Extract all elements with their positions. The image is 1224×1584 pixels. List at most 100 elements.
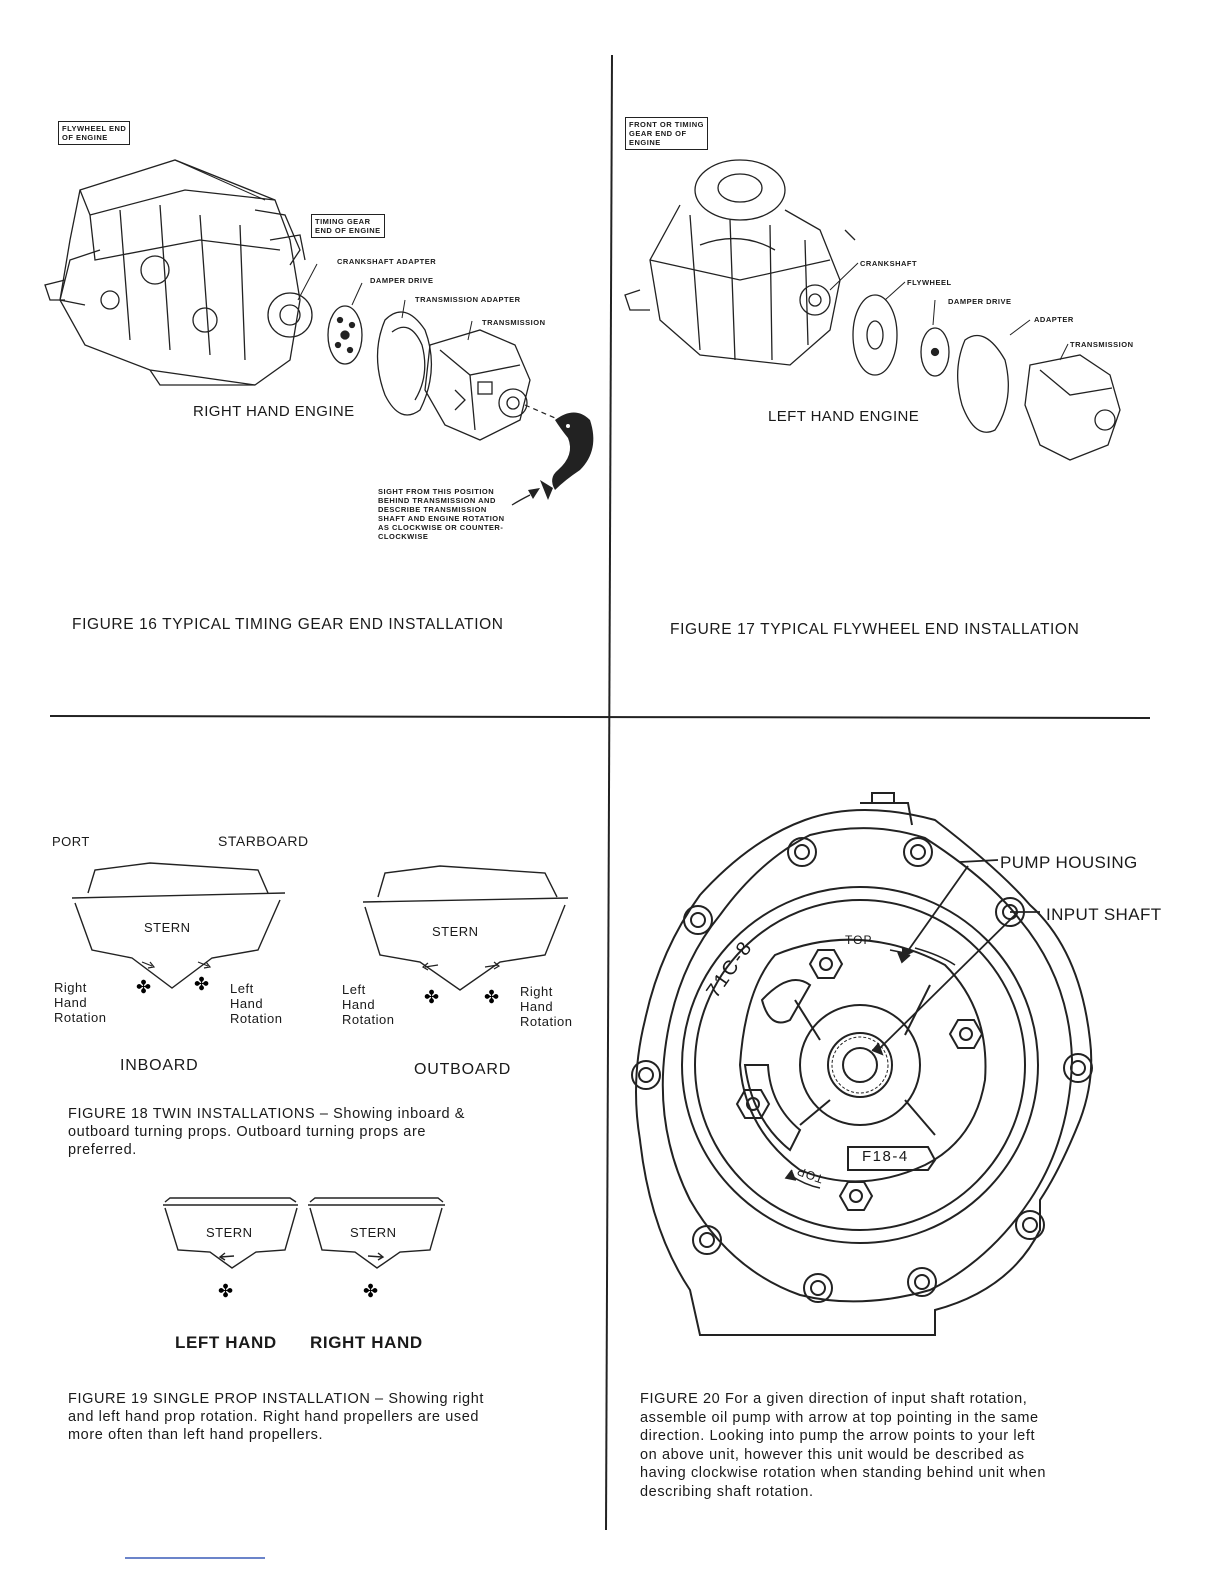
fig18-caption-l2: outboard turning props. Outboard turning… — [68, 1124, 427, 1140]
fig18-prop2-icon: ✤ — [194, 974, 209, 995]
fig17-engine-label: LEFT HAND ENGINE — [768, 408, 920, 425]
horizontal-divider — [49, 715, 1151, 719]
fig18-stern-outboard: STERN — [432, 924, 479, 939]
fig17-front-line1: FRONT OR TIMING — [629, 120, 704, 129]
fig18-or-l1: Right — [520, 984, 553, 999]
fig18-ol-l1: Left — [342, 982, 366, 997]
fig19-caption-l1: FIGURE 19 SINGLE PROP INSTALLATION – Sho… — [68, 1391, 484, 1407]
fig18-ir-l1: Right — [54, 980, 87, 995]
fig17-damper-drive — [920, 327, 950, 377]
fig20-caption-l3: direction. Looking into pump the arrow p… — [640, 1428, 1036, 1444]
fig16-damper-drive — [327, 305, 363, 365]
fig16-sight-line1: SIGHT FROM THIS POSITION — [378, 487, 495, 496]
fig17-adapter — [957, 334, 1009, 433]
fig20-input-shaft-label: INPUT SHAFT — [1046, 905, 1162, 924]
fig18-ol-l2: Hand — [342, 997, 376, 1012]
fig18-il-l3: Rotation — [230, 1011, 283, 1026]
fig16-leader-lines — [174, 159, 473, 341]
fig19-right-hand-label: RIGHT HAND — [310, 1333, 423, 1352]
fig16-flywheel-end-line2: OF ENGINE — [62, 133, 108, 142]
fig18-outboard-left-label: Left Hand Rotation — [342, 982, 394, 1027]
fig17-transmission-label: TRANSMISSION — [1070, 340, 1134, 349]
fig18-port-label: PORT — [52, 834, 90, 849]
fig20-top-label-upper: TOP — [845, 933, 873, 947]
fig16-transmission-adapter — [376, 311, 433, 416]
fig18-or-l2: Hand — [520, 999, 554, 1014]
fig19-right-prop-icon: ✤ — [363, 1281, 378, 1302]
fig18-or-l3: Rotation — [520, 1014, 573, 1029]
fig20-caption: FIGURE 20 For a given direction of input… — [640, 1390, 1046, 1501]
fig17-damper-drive-label: DAMPER DRIVE — [948, 297, 1012, 306]
fig20-caption-l5: having clockwise rotation when standing … — [640, 1465, 1047, 1481]
fig16-crankshaft-adapter-label: CRANKSHAFT ADAPTER — [337, 257, 437, 266]
fig18-inboard-right-label: Right Hand Rotation — [54, 980, 106, 1025]
fig18-il-l2: Hand — [230, 996, 264, 1011]
fig18-prop4-icon: ✤ — [484, 987, 499, 1008]
fig16-fish-icon — [540, 412, 594, 500]
fig20-leader-lines — [871, 859, 1040, 1056]
fig16-sight-line6: CLOCKWISE — [378, 532, 429, 541]
fig18-inboard-label: INBOARD — [120, 1057, 199, 1074]
fig16-sight-line3: DESCRIBE TRANSMISSION — [378, 505, 487, 514]
fig16-transmission-adapter-label: TRANSMISSION ADAPTER — [415, 295, 521, 304]
fig18-inboard-arrows — [141, 961, 212, 969]
fig18-outboard-label: OUTBOARD — [414, 1061, 512, 1078]
fig18-prop1-icon: ✤ — [136, 977, 151, 998]
fig16-sight-line5: AS CLOCKWISE OR COUNTER- — [378, 523, 504, 532]
fig18-ir-l3: Rotation — [54, 1010, 107, 1025]
fig17-crankshaft-label: CRANKSHAFT — [860, 259, 918, 268]
fig19-right-hull — [308, 1197, 445, 1269]
fig18-ol-l3: Rotation — [342, 1012, 395, 1027]
fig18-prop3-icon: ✤ — [424, 987, 439, 1008]
fig20-caption-l2: assemble oil pump with arrow at top poin… — [640, 1409, 1039, 1426]
fig16-flywheel-end-line1: FLYWHEEL END — [62, 124, 127, 133]
fig17-front-line2: GEAR END OF — [629, 129, 687, 138]
fig18-outboard-arrows — [421, 961, 501, 971]
fig18-outboard-hull — [362, 865, 569, 991]
fig20-spline-icon — [831, 1036, 889, 1094]
fig17-transmission — [1024, 354, 1121, 461]
fig16-timing-gear-box: TIMING GEAR END OF ENGINE — [311, 214, 385, 238]
fig20-caption-l1: FIGURE 20 For a given direction of input… — [640, 1391, 1028, 1407]
fig18-outboard-right-label: Right Hand Rotation — [520, 984, 572, 1029]
fig20-caption-l6: describing shaft rotation. — [640, 1483, 814, 1500]
fig16-caption: FIGURE 16 TYPICAL TIMING GEAR END INSTAL… — [72, 616, 504, 633]
fig18-caption-l1: FIGURE 18 TWIN INSTALLATIONS – Showing i… — [68, 1106, 466, 1122]
fig16-engine-block — [44, 159, 313, 386]
fig16-flywheel-end-box: FLYWHEEL END OF ENGINE — [58, 121, 131, 145]
fig20-part-number-plate: F18-4 — [862, 1148, 909, 1165]
fig16-transmission-label: TRANSMISSION — [482, 318, 546, 327]
fig17-leader-lines — [829, 262, 1069, 361]
fig19-caption-l3: more often than left hand propellers. — [68, 1427, 324, 1443]
fig18-stern-inboard: STERN — [144, 920, 191, 935]
fig18-starboard-label: STARBOARD — [218, 833, 309, 849]
fig16-sight-note: SIGHT FROM THIS POSITION BEHIND TRANSMIS… — [378, 487, 505, 541]
fig18-ir-l2: Hand — [54, 995, 88, 1010]
fig20-housing-outline — [631, 792, 1093, 1336]
fig17-front-line3: ENGINE — [629, 138, 661, 147]
fig16-damper-drive-label: DAMPER DRIVE — [370, 276, 434, 285]
fig18-il-l1: Left — [230, 981, 254, 996]
fig16-transmission — [424, 329, 531, 441]
fig16-engine-label: RIGHT HAND ENGINE — [193, 403, 355, 420]
vertical-divider — [605, 54, 613, 1531]
fig17-flywheel — [852, 294, 898, 376]
fig16-timing-gear-line2: END OF ENGINE — [315, 226, 381, 235]
fig18-caption: FIGURE 18 TWIN INSTALLATIONS – Showing i… — [68, 1105, 465, 1159]
fig18-caption-l3: preferred. — [68, 1142, 137, 1158]
fig20-pump-housing-label: PUMP HOUSING — [1000, 853, 1138, 872]
fig17-front-timing-box: FRONT OR TIMING GEAR END OF ENGINE — [625, 117, 708, 150]
fig19-caption-l2: and left hand prop rotation. Right hand … — [68, 1409, 480, 1425]
fig19-stern-right: STERN — [350, 1225, 397, 1240]
fig19-left-prop-icon: ✤ — [218, 1281, 233, 1302]
fig19-stern-left: STERN — [206, 1225, 253, 1240]
fig17-engine-block — [624, 159, 856, 366]
fig17-flywheel-label: FLYWHEEL — [907, 278, 952, 287]
fig19-left-hand-label: LEFT HAND — [175, 1333, 277, 1352]
